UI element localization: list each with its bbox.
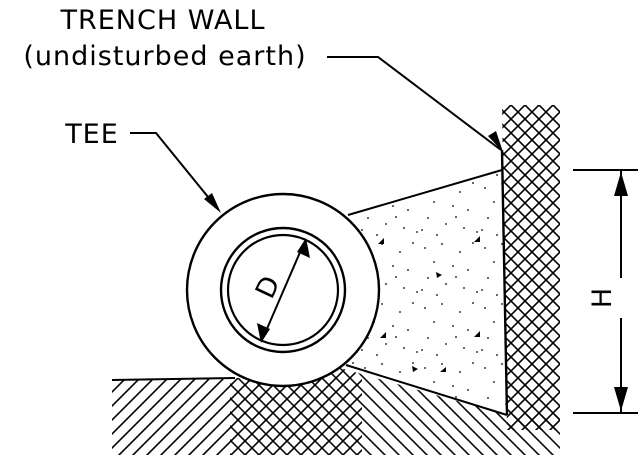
trench-wall-line	[500, 149, 509, 416]
ground-surface-line	[111, 377, 236, 381]
trench-wall-leader	[327, 56, 502, 151]
aggregate-mark	[474, 331, 480, 337]
arrowhead-icon	[488, 131, 503, 152]
arrowhead-icon	[257, 323, 270, 343]
thrust-block	[345, 169, 508, 416]
arrowhead-icon	[614, 387, 628, 411]
aggregate-mark	[380, 332, 386, 338]
aggregate-mark	[378, 238, 384, 244]
arrowhead-icon	[204, 193, 221, 213]
height-dimension: H	[573, 169, 638, 414]
arrowhead-icon	[614, 172, 628, 196]
aggregate-mark	[474, 236, 480, 242]
trench-wall-title: TRENCH WALL	[59, 5, 265, 36]
arrowhead-icon	[297, 238, 310, 258]
tee-leader	[130, 132, 218, 209]
aggregate-mark	[436, 272, 442, 278]
trench-wall-hatching	[502, 105, 560, 430]
aggregate-mark	[412, 366, 418, 372]
trench-wall-subtitle: (undisturbed earth)	[23, 41, 306, 72]
aggregate-mark	[440, 367, 446, 372]
height-label: H	[587, 288, 618, 308]
tee-label: TEE	[64, 119, 119, 150]
